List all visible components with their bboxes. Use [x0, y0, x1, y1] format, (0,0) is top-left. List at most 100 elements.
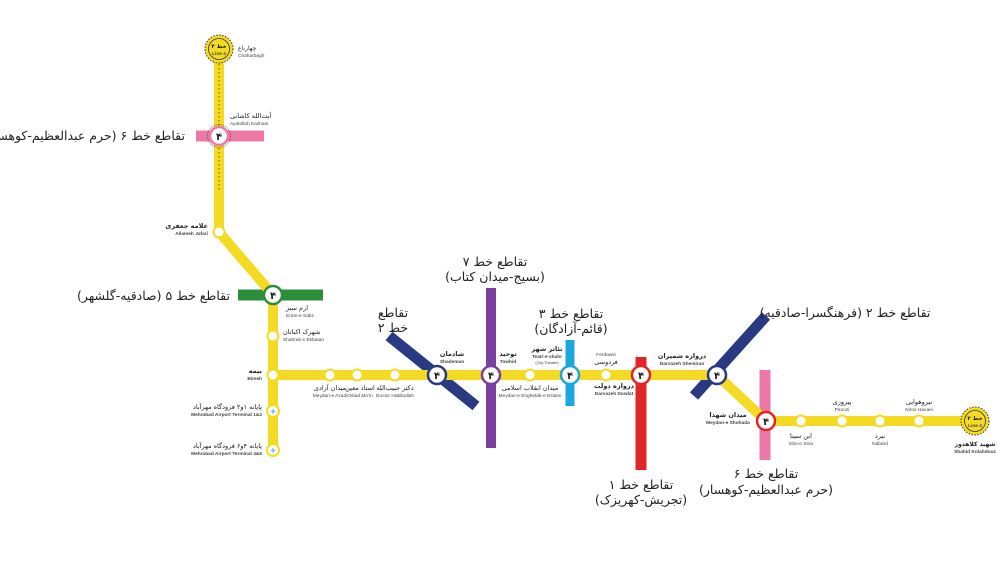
line-number-icon: ۴ — [216, 132, 222, 143]
station-name: پایانه ۴و۶ فرودگاه مهرآباد — [193, 441, 262, 450]
station-name-en: Darvazeh Shemiran — [660, 361, 705, 367]
interchange-marker — [480, 364, 502, 386]
station-name: ارم سبز — [285, 304, 308, 312]
station-doctor-habibollah[interactable]: دکتر حبیب‌الله Doctor Habibollah — [376, 368, 414, 400]
station-name-en: Teatr-e shahr — [532, 354, 562, 360]
station-name: توحید — [499, 350, 517, 358]
callout-line1-1: تقاطع خط ۱ — [609, 477, 674, 492]
station-name: شهرک اکباتان — [283, 328, 320, 336]
station-marker — [266, 443, 280, 457]
station-name-en: Meydan-e Shohada — [706, 420, 750, 426]
station-bimeh[interactable]: بیمه Bimeh — [247, 367, 280, 382]
station-name: شادمان — [440, 350, 464, 358]
station-meydan-e-azadi[interactable]: میدان آزادی Meydan-e Azadi — [313, 368, 347, 400]
terminal-north[interactable]: خط ۴ Line 4 چهارباغ Chaharbagh — [204, 34, 265, 64]
station-eram-e-sabz[interactable]: ۴ ارم سبز Eram-e Sabz — [262, 284, 315, 319]
station-name: میدان آزادی — [314, 383, 346, 392]
station-shahrak-e-ekbatan[interactable]: شهرک اکباتان Shahrak-e Ekbatan — [266, 328, 325, 343]
terminal-north-name: چهارباغ — [238, 45, 257, 52]
station-name: استاد معین — [345, 384, 375, 392]
line-number-icon: ۴ — [434, 371, 440, 382]
station-name-en: Mehrabad Airport Terminal 4&6 — [191, 451, 262, 457]
station-name: علامه جعفری — [165, 222, 208, 230]
station-mehrabad-t12[interactable]: ✈ پایانه ۱و۲ فرودگاه مهرآباد Mehrabad Ai… — [191, 402, 280, 418]
interchange-marker — [755, 410, 777, 432]
station-teatr-e-shahr[interactable]: ۴ تئاتر شهر Teatr-e shahr (City Theater) — [530, 345, 581, 386]
interchange-marker — [559, 364, 581, 386]
callout-line7-2: (بسیج-میدان کتاب) — [445, 269, 545, 284]
station-ebn-e-sina[interactable]: ابن سینا Ebn-e Sina — [789, 414, 813, 448]
station-pirouzi[interactable]: پیروزی Pirouzi — [833, 398, 852, 428]
station-name-en: Eram-e Sabz — [286, 313, 315, 319]
terminal-east-badge-en: Line 4 — [968, 423, 982, 429]
line-number-icon: ۴ — [488, 371, 494, 382]
station-name: نبرد — [875, 432, 885, 440]
interchange-marker — [262, 284, 284, 306]
station-name: پایانه ۱و۲ فرودگاه مهرآباد — [193, 402, 262, 411]
station-darvazeh-dowlat[interactable]: ۴ دروازه دولت Darvazeh Dowlat — [594, 364, 652, 397]
station-ostad-moin[interactable]: استاد معین Ostad Mo'in — [345, 368, 375, 400]
interchange-marker — [426, 364, 448, 386]
station-allameh-jafari[interactable]: علامه جعفری Allameh Jafari — [165, 222, 226, 239]
callout-line3-2: (قائم-آزادگان) — [534, 321, 607, 337]
station-marker — [599, 368, 613, 382]
airplane-icon: ✈ — [270, 408, 276, 416]
line-number-icon: ۴ — [638, 371, 644, 382]
station-towhid[interactable]: ۴ توحید Towhid — [480, 350, 517, 386]
terminal-east-inner — [964, 410, 986, 432]
terminal-north-inner — [208, 38, 230, 60]
station-marker — [912, 414, 926, 428]
station-name-en: Ferdowsi — [596, 352, 615, 358]
interchange-marker — [208, 125, 230, 147]
station-nabard[interactable]: نبرد Nabard — [872, 414, 888, 448]
station-meydan-e-enghelab[interactable]: میدان انقلاب اسلامی Meydan-e Enghelab-e … — [499, 368, 562, 400]
station-name: نیروهوایی — [906, 398, 933, 406]
station-marker — [523, 368, 537, 382]
callout-line7-1: تقاطع خط ۷ — [463, 254, 528, 269]
station-name-en: Niroo Havaei — [905, 407, 933, 413]
callout-line6-north: تقاطع خط ۶ (حرم عبدالعظیم-کوهسار) — [0, 128, 186, 144]
callout-line1-2: (تجریش-کهریزک) — [595, 492, 687, 508]
station-name-en: Nabard — [872, 441, 888, 447]
station-name: فردوسی — [594, 358, 618, 366]
station-name: ابن سینا — [790, 432, 812, 440]
terminal-east-name-en: Shahid Kolahdouz — [954, 449, 996, 455]
terminal-north-badge-en: Line 4 — [212, 51, 226, 57]
interchange-callouts: تقاطع خط ۶ (حرم عبدالعظیم-کوهسار) تقاطع … — [0, 128, 931, 508]
line2-east-segment — [689, 312, 771, 400]
station-name-en: Pirouzi — [835, 407, 850, 413]
station-marker — [350, 368, 364, 382]
station-name: تئاتر شهر — [530, 345, 562, 353]
station-marker — [266, 329, 280, 343]
station-name-en: Shademan — [440, 359, 464, 365]
station-name-en: Allameh Jafari — [175, 231, 208, 237]
station-marker — [266, 368, 280, 382]
line-number-icon: ۴ — [714, 371, 720, 382]
terminal-east[interactable]: خط ۴ Line 4 شهید کلاهدوز Shahid Kolahdou… — [954, 406, 997, 455]
terminal-east-badge: خط ۴ — [967, 416, 982, 422]
station-name-en: Doctor Habibollah — [376, 393, 414, 399]
station-name-en: Meydan-e Azadi — [313, 393, 347, 399]
callout-line6-east-1: تقاطع خط ۶ — [734, 466, 799, 481]
station-name: دروازه شمیران — [658, 352, 707, 360]
station-name: میدان شهدا — [709, 411, 746, 419]
station-ayatollah-kashani[interactable]: ۴ آیت‌الله کاشانی Ayatollah Kashani — [207, 111, 273, 148]
station-ferdowsi[interactable]: Ferdowsi فردوسی — [594, 352, 618, 382]
station-shademan[interactable]: ۴ شادمان Shademan — [426, 350, 464, 386]
station-darvazeh-shemiran[interactable]: ۴ دروازه شمیران Darvazeh Shemiran — [658, 352, 728, 386]
callout-line2-west-2: خط ۲ — [378, 320, 408, 335]
station-mehrabad-t46[interactable]: ✈ پایانه ۴و۶ فرودگاه مهرآباد Mehrabad Ai… — [191, 441, 280, 457]
station-name-en: Ebn-e Sina — [789, 441, 813, 447]
interchange-marker — [630, 364, 652, 386]
station-marker — [323, 368, 337, 382]
airplane-icon: ✈ — [270, 447, 276, 455]
station-name-en: Meydan-e Enghelab-e Eslami — [499, 393, 562, 399]
terminal-east-name: شهید کلاهدوز — [954, 441, 996, 448]
callout-line6-east-2: (حرم عبدالعظیم-کوهسار) — [699, 482, 833, 498]
station-niroo-havaei[interactable]: نیروهوایی Niroo Havaei — [905, 398, 933, 428]
terminal-north-name-en: Chaharbagh — [238, 53, 265, 59]
station-marker — [835, 414, 849, 428]
station-meydan-e-shohada[interactable]: ۴ میدان شهدا Meydan-e Shohada — [706, 410, 777, 432]
station-name-en: Ayatollah Kashani — [230, 121, 268, 127]
